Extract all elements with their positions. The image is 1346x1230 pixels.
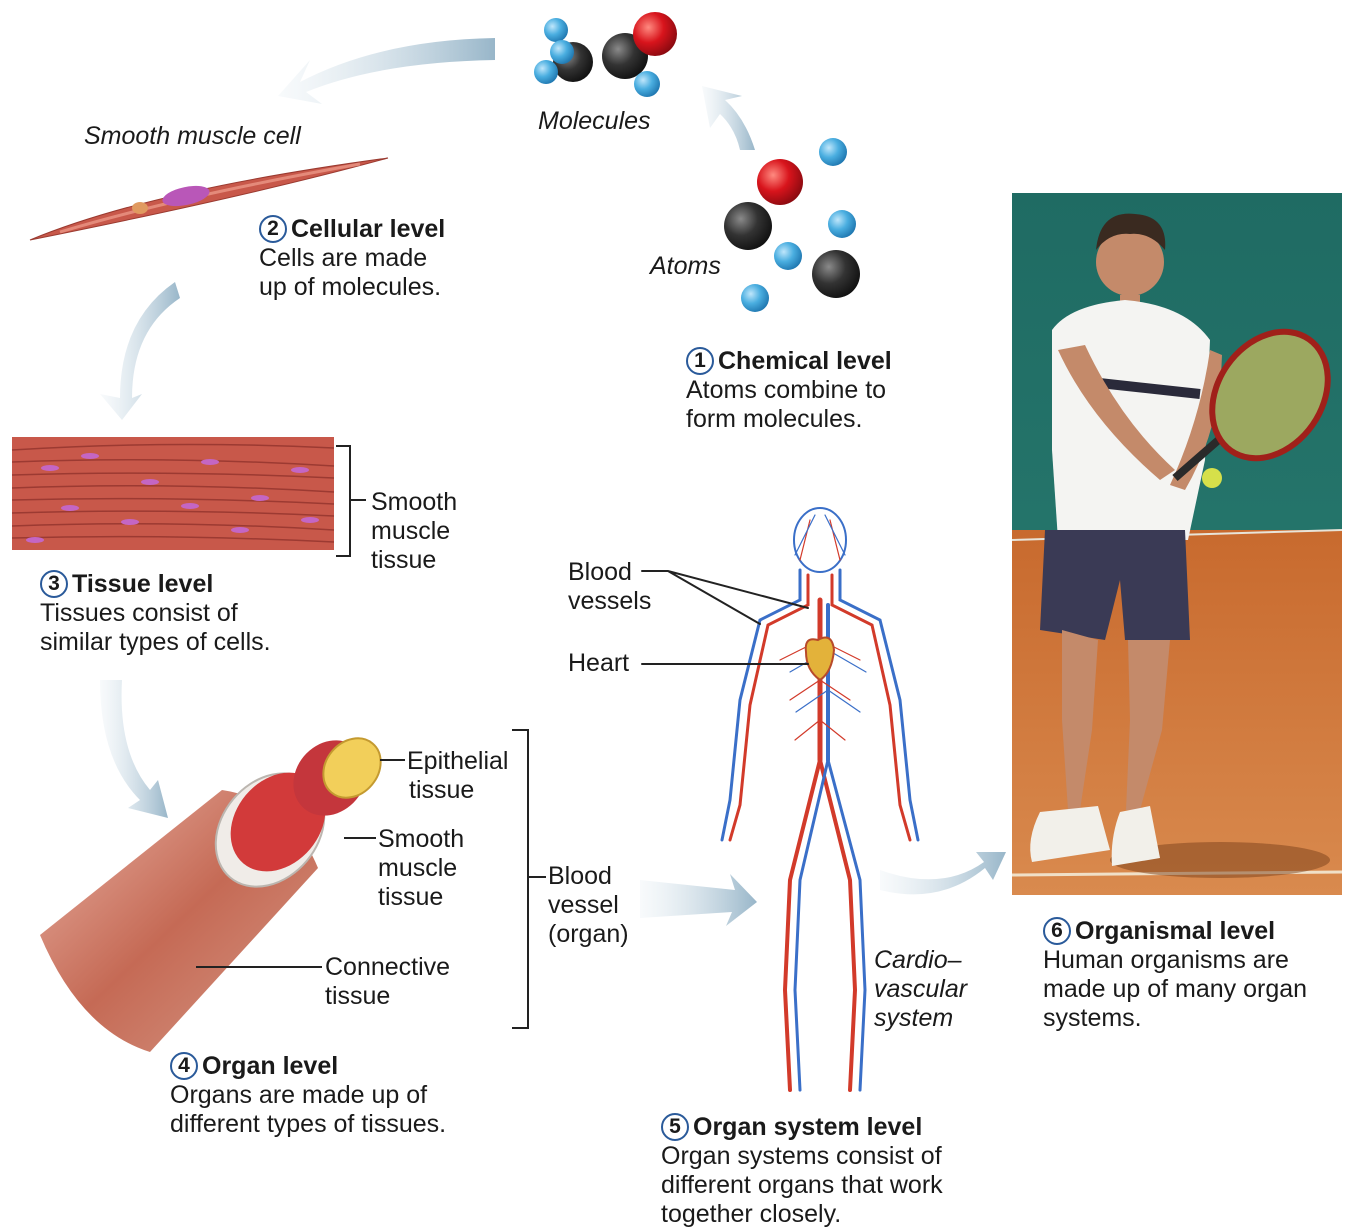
epithelial-tissue-label: Epithelial tissue <box>407 747 508 805</box>
label-line: muscle <box>371 517 457 546</box>
arrow-tissue-to-organ <box>100 680 168 818</box>
label-line: system <box>874 1004 967 1033</box>
cardiovascular-system-label: Cardio– vascular system <box>874 946 967 1033</box>
label-line: Connective <box>325 953 450 982</box>
label-line: tissue <box>325 982 450 1011</box>
level-number-badge: 5 <box>661 1113 689 1141</box>
level-description-line: systems. <box>1043 1004 1307 1033</box>
label-line: Cardio– <box>874 946 967 975</box>
arrow-molecules-to-cell <box>278 38 495 104</box>
level-number-badge: 3 <box>40 570 68 598</box>
level-number-badge: 2 <box>259 215 287 243</box>
atoms-label: Atoms <box>650 252 721 281</box>
level-title: Organ system level <box>693 1112 922 1142</box>
blood-vessels-label: Blood vessels <box>568 558 651 616</box>
molecules-label: Molecules <box>538 107 651 136</box>
level-description-line: Cells are made <box>259 244 445 273</box>
level-description-line: form molecules. <box>686 405 892 434</box>
smooth-muscle-tissue-illustration <box>12 437 366 556</box>
arrow-atoms-to-molecules <box>702 86 755 150</box>
label-line: Blood <box>548 862 629 891</box>
level-title: Chemical level <box>718 346 892 376</box>
smooth-muscle-tissue-label: Smooth muscle tissue <box>371 488 457 575</box>
level-description-line: together closely. <box>661 1200 943 1229</box>
organ-smooth-muscle-tissue-label: Smooth muscle tissue <box>378 825 464 912</box>
level-description-line: different organs that work <box>661 1171 943 1200</box>
label-line: (organ) <box>548 920 629 949</box>
label-line: Smooth <box>378 825 464 854</box>
atoms-illustration <box>724 138 860 312</box>
level-description-line: made up of many organ <box>1043 975 1307 1004</box>
level-title: Cellular level <box>291 214 445 244</box>
heart-label: Heart <box>568 649 629 678</box>
level-description-line: Tissues consist of <box>40 599 271 628</box>
level-number-badge: 6 <box>1043 917 1071 945</box>
arrow-cell-to-tissue <box>100 282 180 420</box>
label-line: tissue <box>407 776 508 805</box>
label-line: Epithelial <box>407 747 508 776</box>
smooth-muscle-cell-label: Smooth muscle cell <box>84 122 301 151</box>
level-description-line: different types of tissues. <box>170 1110 446 1139</box>
tennis-player-photo <box>1012 193 1346 895</box>
level-description-line: Human organisms are <box>1043 946 1307 975</box>
level-number-badge: 1 <box>686 347 714 375</box>
level-title: Organismal level <box>1075 916 1275 946</box>
level-description-line: Atoms combine to <box>686 376 892 405</box>
label-line: vessel <box>548 891 629 920</box>
connective-tissue-label: Connective tissue <box>325 953 450 1011</box>
label-line: tissue <box>378 883 464 912</box>
level-description-line: Organ systems consist of <box>661 1142 943 1171</box>
level-title: Tissue level <box>72 569 213 599</box>
arrow-system-to-organism <box>880 852 1006 894</box>
label-line: muscle <box>378 854 464 883</box>
level-description-line: similar types of cells. <box>40 628 271 657</box>
level-description-line: Organs are made up of <box>170 1081 446 1110</box>
level-number-badge: 4 <box>170 1052 198 1080</box>
label-line: Blood <box>568 558 651 587</box>
label-line: vessels <box>568 587 651 616</box>
blood-vessel-organ-label: Blood vessel (organ) <box>548 862 629 949</box>
label-line: vascular <box>874 975 967 1004</box>
label-line: tissue <box>371 546 457 575</box>
level-description-line: up of molecules. <box>259 273 445 302</box>
molecule-illustration <box>534 12 677 97</box>
label-line: Smooth <box>371 488 457 517</box>
arrow-organ-to-system <box>640 874 757 926</box>
level-title: Organ level <box>202 1051 338 1081</box>
